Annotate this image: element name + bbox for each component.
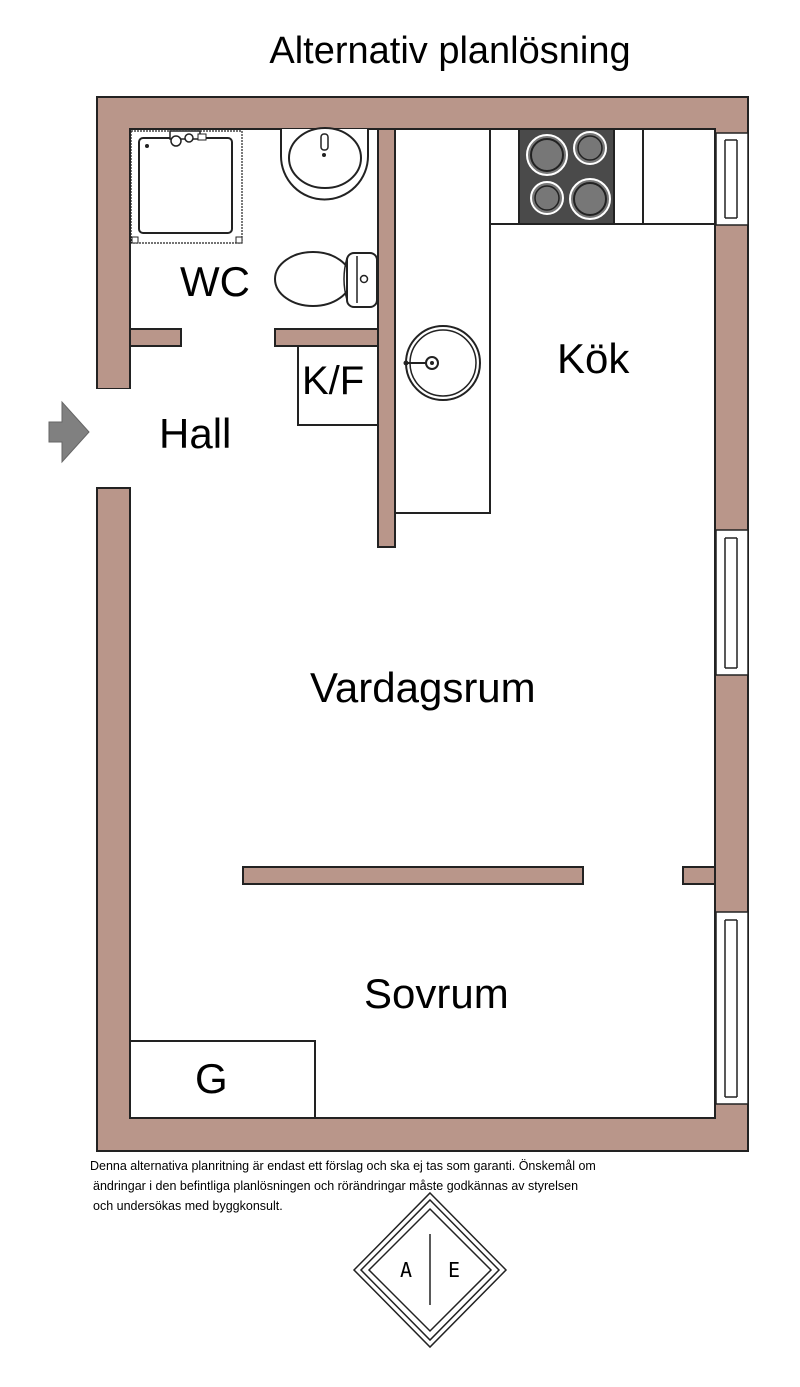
interior-wall [377,128,396,548]
disclaimer-line: Denna alternativa planritning är endast … [90,1159,596,1173]
room-label-hall: Hall [159,410,232,457]
interior-wall [97,346,130,388]
kitchen-sink [403,325,481,401]
interior-wall [129,328,182,347]
logo-letter-e: E [448,1258,461,1282]
room-label-kok: Kök [557,335,630,382]
ae-logo [352,1191,508,1349]
logo-letter-a: A [400,1258,413,1282]
entry-arrow-icon [48,400,90,464]
kf-closet [297,345,379,426]
interior-wall [242,866,584,885]
toilet [274,251,378,308]
g-closet [129,1040,316,1119]
page-title: Alternativ planlösning [269,30,631,72]
room-label-vardagsrum: Vardagsrum [310,664,536,711]
wash-basin [280,127,369,201]
disclaimer: Denna alternativa planritning är endast … [90,1156,650,1216]
disclaimer-line: och undersökas med byggkonsult. [93,1199,283,1213]
interior-wall [682,866,716,885]
stove [518,128,615,225]
room-label-g: G [195,1055,228,1102]
interior-wall [274,328,379,347]
shower [130,130,243,244]
room-label-wc: WC [180,258,250,305]
room-label-kf: K/F [302,359,365,403]
disclaimer-line: ändringar i den befintliga planlösningen… [93,1179,579,1193]
room-label-sovrum: Sovrum [364,970,509,1017]
window [715,529,749,676]
window [715,132,749,226]
window [715,911,749,1105]
